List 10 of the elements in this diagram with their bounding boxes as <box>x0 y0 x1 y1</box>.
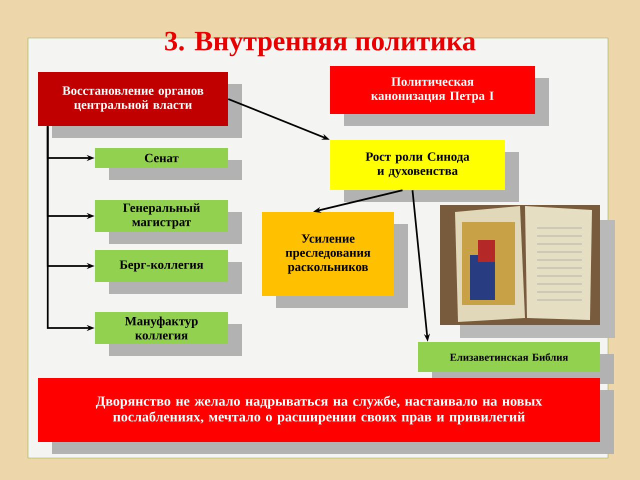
note-box: Дворянство не желало надрываться на службе, настаивало на новых послаблениях, мечтало о расширении своих прав и привилегий <box>38 378 614 454</box>
process-box: Сенат <box>94 148 242 180</box>
process-box: Рост роли Синода и духовенства <box>330 140 519 202</box>
heading-box: Политическая канонизация Петра I <box>330 66 549 126</box>
process-box: Берг-коллегия <box>94 250 242 294</box>
process-box: Генеральный магистрат <box>94 200 242 244</box>
heading-box: Восстановление органов центральной власти <box>38 72 242 138</box>
title: 3. Внутренняя политика <box>165 32 476 56</box>
process-box: Усиление преследования раскольников <box>262 212 408 308</box>
process-box: Мануфактур коллегия <box>94 312 242 356</box>
